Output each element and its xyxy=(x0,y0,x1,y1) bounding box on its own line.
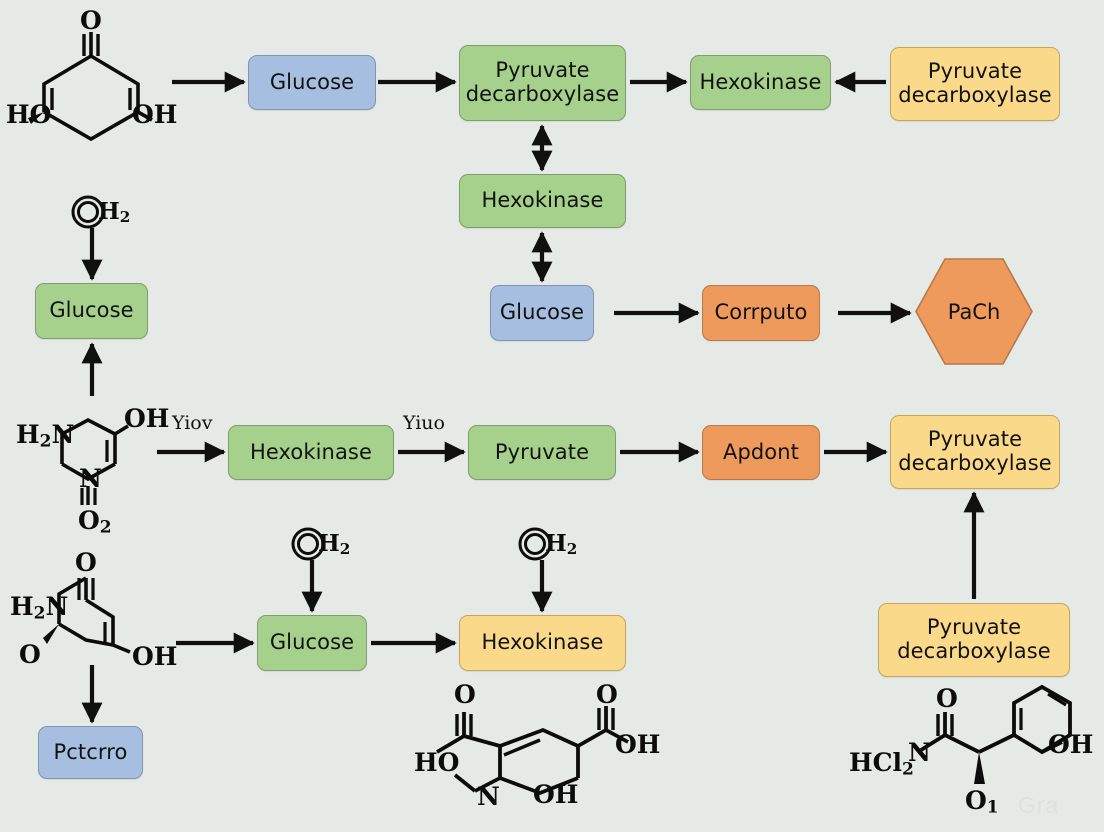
atom-label-m1-o: O xyxy=(80,6,102,35)
atom-label-m4-n: N xyxy=(477,782,500,811)
cofactor-h2-sub-1: 2 xyxy=(119,208,131,227)
atom-label-m5-oh: OH xyxy=(1048,730,1094,759)
atom-label-m2-h2n: H2N xyxy=(16,420,74,452)
atom-label-m4-oh-acid: OH xyxy=(615,730,661,759)
atom-m2-h: H xyxy=(16,420,40,449)
cofactor-h2-text-2: H xyxy=(318,530,340,557)
atom-label-m4-oh-ring: OH xyxy=(533,780,579,809)
node-glucose-bottom[interactable]: Glucose xyxy=(257,615,367,671)
atom-label-m2-o2: O2 xyxy=(78,506,112,538)
node-pctcrro[interactable]: Pctcrro xyxy=(38,726,143,779)
molecule-structure-2 xyxy=(60,417,129,505)
atom-label-m5-n: N xyxy=(908,738,931,767)
cofactor-label-h2-left: H2 xyxy=(98,198,130,226)
molecule-structure-5 xyxy=(919,684,1072,784)
watermark: Gra xyxy=(1018,792,1060,818)
atom-m2-h-sub: 2 xyxy=(39,431,52,452)
node-pyruvate-decarboxylase-bottom-right[interactable]: Pyruvate decarboxylase xyxy=(878,603,1070,677)
atom-label-m3-o-left: O xyxy=(19,640,41,669)
hexagon-shape xyxy=(915,258,1033,365)
atom-label-m2-n: N xyxy=(79,464,102,493)
molecule-structure-1 xyxy=(28,32,153,142)
node-pyruvate-row3[interactable]: Pyruvate xyxy=(468,425,616,480)
atom-m5-hcl-sub: 2 xyxy=(902,759,914,780)
atom-label-m5-hcl2: HCl2 xyxy=(849,748,914,780)
node-glucose-center[interactable]: Glucose xyxy=(490,285,594,341)
node-pach-hexagon[interactable]: PaCh xyxy=(915,258,1033,365)
cofactor-ring-icons xyxy=(71,195,552,561)
atom-label-m3-h2n: H2N xyxy=(10,592,68,624)
cofactor-label-h2-mid: H2 xyxy=(318,530,350,558)
node-hexokinase-center[interactable]: Hexokinase xyxy=(459,174,626,228)
atom-label-m3-o-top: O xyxy=(75,548,97,577)
node-hexokinase-row3[interactable]: Hexokinase xyxy=(228,425,394,480)
atom-label-m5-o: O xyxy=(936,684,958,713)
cofactor-label-h2-right: H2 xyxy=(545,530,577,558)
cofactor-h2-sub-2: 2 xyxy=(339,540,351,559)
node-pyruvate-decarboxylase-top-right[interactable]: Pyruvate decarboxylase xyxy=(890,47,1060,121)
atom-label-m4-o-left: O xyxy=(454,680,476,709)
node-glucose-top[interactable]: Glucose xyxy=(248,55,376,110)
atom-label-m1-oh: OH xyxy=(132,100,178,129)
node-pyruvate-decarboxylase-top[interactable]: Pyruvate decarboxylase xyxy=(459,45,626,121)
atom-label-m4-o-right: O xyxy=(596,680,618,709)
atom-m2-o: O xyxy=(78,506,100,535)
atom-m3-h: H xyxy=(10,592,34,621)
molecule-structure-3 xyxy=(43,576,131,654)
atom-m3-h-sub: 2 xyxy=(33,603,46,624)
cofactor-h2-text-3: H xyxy=(545,530,567,557)
edge-label-yiuo: Yiuo xyxy=(403,412,445,434)
flow-arrows xyxy=(81,71,985,724)
node-hexokinase-top[interactable]: Hexokinase xyxy=(690,55,831,110)
atom-label-m4-ho: HO xyxy=(414,748,460,777)
molecule-structure-4 xyxy=(436,706,629,796)
cofactor-h2-sub-3: 2 xyxy=(566,540,578,559)
atom-label-m3-oh: OH xyxy=(132,642,178,671)
edge-label-yiov: Yiov xyxy=(172,412,213,434)
atom-m5-hcl: HCl xyxy=(849,748,903,777)
node-hexokinase-bottom[interactable]: Hexokinase xyxy=(459,615,626,671)
atom-label-m1-ho: HO xyxy=(6,100,52,129)
atom-m5-o: O xyxy=(965,786,987,815)
node-apdont[interactable]: Apdont xyxy=(702,425,820,480)
atom-m3-n: N xyxy=(45,592,69,621)
node-corrputo[interactable]: Corrputo xyxy=(702,285,820,341)
node-glucose-left[interactable]: Glucose xyxy=(35,283,148,339)
node-pyruvate-decarboxylase-row3-right[interactable]: Pyruvate decarboxylase xyxy=(890,415,1060,489)
atom-m5-o-sub: 1 xyxy=(986,797,999,818)
atom-m2-o-sub: 2 xyxy=(99,517,112,538)
atom-m2-n: N xyxy=(51,420,75,449)
node-pach-label: PaCh xyxy=(947,299,1001,324)
atom-label-m5-o1: O1 xyxy=(965,786,999,818)
atom-label-m2-oh: OH xyxy=(124,404,170,433)
cofactor-h2-text-1: H xyxy=(98,198,120,225)
